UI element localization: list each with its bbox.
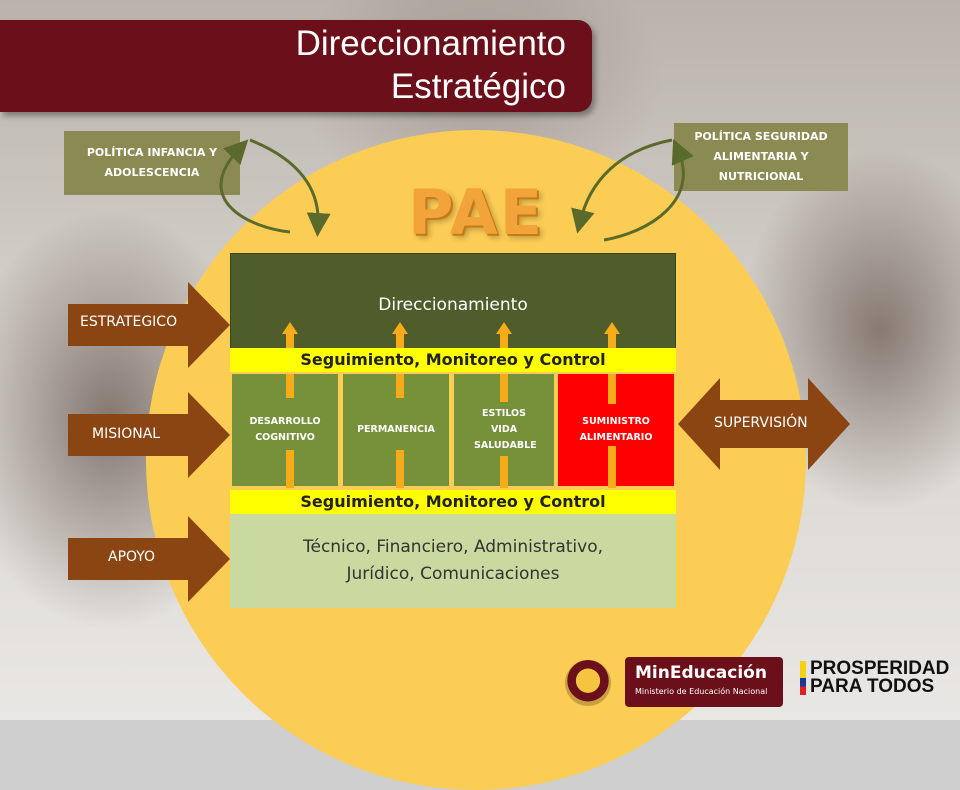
curved-arrow-left-down xyxy=(249,138,331,237)
misional-box-desarrollo: DESARROLLO COGNITIVO xyxy=(232,374,338,486)
supervision-label: SUPERVISIÓN xyxy=(714,415,808,431)
curved-arrow-left-up xyxy=(219,139,291,234)
mineducacion-logo: MinEducación Ministerio de Educación Nac… xyxy=(625,657,783,707)
pae-title: PAE xyxy=(408,176,545,249)
curved-arrow-right-up xyxy=(603,139,694,242)
arrow-up-2 xyxy=(392,322,408,348)
arrow-up-3 xyxy=(496,322,512,348)
estrategico-arrow xyxy=(68,282,230,368)
seguimiento-bar-top: Seguimiento, Monitoreo y Control xyxy=(230,348,676,372)
policy-infancia-box: POLÍTICA INFANCIA Y ADOLESCENCIA xyxy=(64,131,240,195)
colombia-crest-logo xyxy=(565,660,611,706)
arrow-shaft-4 xyxy=(608,374,616,404)
arrow-shaft-6 xyxy=(396,450,404,488)
arrow-up-1 xyxy=(282,322,298,348)
arrow-shaft-2 xyxy=(396,374,404,398)
vertical-arrows xyxy=(282,322,620,532)
page-title: Direccionamiento Estratégico xyxy=(295,24,566,106)
arrow-shaft-8 xyxy=(608,446,616,488)
arrow-shaft-3 xyxy=(500,374,508,402)
apoyo-box: Técnico, Financiero, Administrativo, Jur… xyxy=(230,514,676,608)
misional-arrow xyxy=(68,392,230,478)
misional-label: MISIONAL xyxy=(92,426,161,442)
arrow-up-4 xyxy=(604,322,620,348)
direccionamiento-box: Direccionamiento xyxy=(230,253,676,349)
supervision-arrow xyxy=(678,378,850,470)
arrow-shaft-7 xyxy=(500,456,508,488)
curved-arrow-right-down xyxy=(571,138,673,234)
title-banner: Direccionamiento Estratégico xyxy=(0,20,592,112)
curved-arrows xyxy=(219,138,694,242)
estrategico-label: ESTRATEGICO xyxy=(80,314,178,330)
apoyo-label: APOYO xyxy=(108,549,156,565)
prosperidad-logo: PROSPERIDAD PARA TODOS xyxy=(800,659,949,696)
policy-seguridad-box: POLÍTICA SEGURIDAD ALIMENTARIA Y NUTRICI… xyxy=(674,123,848,191)
flag-stripe-icon xyxy=(800,661,806,695)
arrow-shaft-5 xyxy=(286,450,294,488)
seguimiento-bar-bottom: Seguimiento, Monitoreo y Control xyxy=(230,490,676,514)
arrow-shaft-1 xyxy=(286,374,294,398)
apoyo-arrow xyxy=(68,516,230,602)
